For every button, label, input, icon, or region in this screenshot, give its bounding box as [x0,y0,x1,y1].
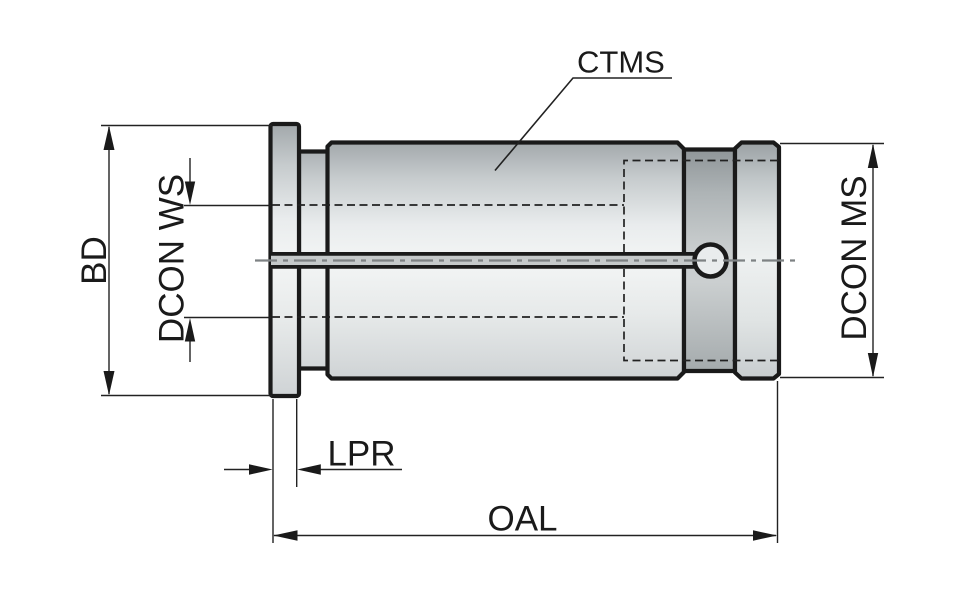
dcon-ms-label: DCON MS [835,175,874,340]
bd-label: BD [75,236,114,285]
lpr-arrowhead-right [249,464,273,475]
dcon-ws-label: DCON WS [153,174,192,343]
dimension-dcon-ms: DCON MS [780,142,884,379]
ctms-leader-line [494,77,672,172]
lpr-arrowhead-left [297,464,321,475]
dcon-ws-arrowhead-down [184,181,196,205]
collet-slot [271,242,729,279]
oal-arrowhead-right [753,530,778,541]
ctms-callout: CTMS [494,45,672,172]
end-ring [732,140,782,381]
dcon-ms-arrowhead-up [867,143,879,168]
dimension-oal: OAL [273,381,779,543]
ctms-label: CTMS [577,45,665,80]
lpr-label: LPR [327,435,395,474]
dcon-ws-arrowhead-up [184,318,196,342]
bd-arrowhead-down [103,371,115,396]
dimension-dcon-ws: DCON WS [153,158,271,362]
bd-arrowhead-up [103,125,115,150]
slot-face [271,252,704,269]
oal-label: OAL [487,500,557,539]
dimension-lpr: LPR [224,399,402,543]
dcon-ms-arrowhead-down [867,353,879,378]
dimension-bd: BD [75,124,272,397]
oal-arrowhead-left [273,530,298,541]
